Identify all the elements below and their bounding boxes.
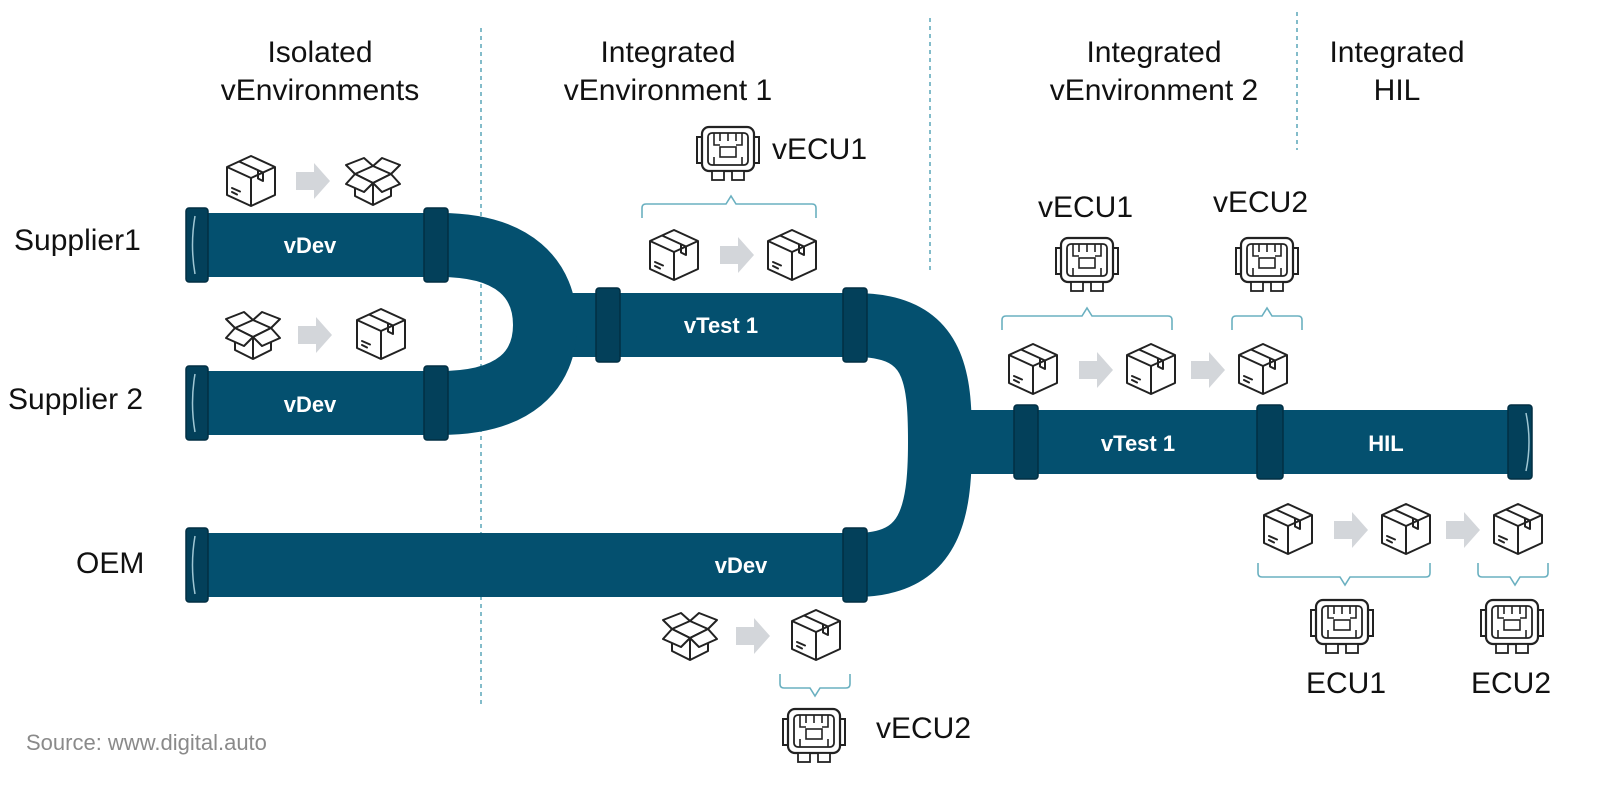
- arrow-right-icon: [1334, 512, 1368, 548]
- arrow-right-icon: [296, 163, 330, 199]
- arrow-right-icon: [1079, 352, 1113, 388]
- pipe-flange: [423, 207, 449, 283]
- pipe-flange: [1256, 404, 1284, 480]
- column-header-line: HIL: [1373, 74, 1421, 107]
- chip-icon: [1309, 598, 1375, 655]
- pipe-label-oem: vDev: [714, 553, 768, 578]
- pipe-label-supplier1: vDev: [283, 233, 337, 258]
- pipe-flange: [595, 287, 621, 363]
- bracket: [1001, 306, 1173, 330]
- pipe-supplier2-bend: [439, 323, 577, 435]
- package-closed-icon: [1126, 343, 1176, 395]
- package-closed-icon: [791, 609, 841, 661]
- pipe-label-supplier2: vDev: [283, 392, 337, 417]
- pipe-supplier1: [190, 213, 445, 277]
- pipe-vtest1-bend: [853, 293, 1030, 474]
- package-open-icon: [345, 157, 401, 206]
- pipe-flange: [842, 287, 868, 363]
- row-label-supplier2: Supplier 2: [8, 383, 144, 416]
- package-closed-icon: [226, 155, 276, 207]
- package-closed-icon: [1238, 343, 1288, 395]
- pipe-label-vtest1-right: vTest 1: [1100, 431, 1176, 456]
- chip-icon: [1054, 236, 1120, 293]
- bracket: [779, 674, 851, 698]
- arrow-right-icon: [720, 237, 754, 273]
- row-label-oem: OEM: [76, 547, 145, 580]
- pipe-flange: [1013, 404, 1039, 480]
- pipe-oem: [190, 533, 862, 597]
- pipe-flange: [842, 527, 868, 603]
- pipe-supplier1-bend: [439, 213, 600, 357]
- chip-icon: [1234, 236, 1300, 293]
- pipe-hil: [1280, 410, 1526, 474]
- pipe-flange: [1507, 404, 1533, 480]
- package-closed-icon: [767, 229, 817, 281]
- chip-icon: [1479, 598, 1545, 655]
- column-header-line: Isolated: [267, 36, 373, 69]
- chip-icon: [695, 125, 761, 182]
- package-closed-icon: [356, 308, 406, 360]
- source-credit: Source: www.digital.auto: [26, 730, 267, 755]
- column-header-line: vEnvironment 1: [563, 74, 773, 107]
- arrow-right-icon: [1191, 352, 1225, 388]
- bracket: [1231, 306, 1303, 330]
- pipe-flange: [185, 365, 209, 441]
- column-header-integrated2: Integrated vEnvironment 2: [1024, 34, 1284, 110]
- arrow-right-icon: [736, 618, 770, 654]
- ecu-label-ecu2: ECU2: [1471, 667, 1552, 700]
- ecu-label-ecu1: ECU1: [1306, 667, 1387, 700]
- row-label-supplier1: Supplier1: [14, 224, 141, 257]
- pipe-vtest1-top: [600, 293, 862, 357]
- ecu-label-mid-vecu1: vECU1: [1038, 191, 1134, 224]
- bracket: [1477, 563, 1549, 587]
- package-closed-icon: [1493, 503, 1543, 555]
- pipe-oem-bend: [853, 441, 972, 597]
- package-closed-icon: [1381, 503, 1431, 555]
- pipe-label-vtest1-top: vTest 1: [683, 313, 759, 338]
- package-closed-icon: [1008, 343, 1058, 395]
- bracket: [641, 194, 817, 218]
- column-header-line: Integrated: [1086, 36, 1222, 69]
- bracket: [1257, 563, 1431, 587]
- column-header-line: vEnvironment 2: [1049, 74, 1259, 107]
- package-closed-icon: [649, 229, 699, 281]
- arrow-right-icon: [298, 317, 332, 353]
- column-header-line: Integrated: [600, 36, 736, 69]
- ecu-label-mid-vecu2: vECU2: [1213, 186, 1309, 219]
- package-closed-icon: [1263, 503, 1313, 555]
- pipe-flange: [185, 207, 209, 283]
- pipe-flange: [185, 527, 209, 603]
- package-open-icon: [225, 311, 281, 360]
- column-header-isolated: Isolated vEnvironments: [190, 34, 450, 110]
- pipe-flange: [423, 365, 449, 441]
- column-header-line: Integrated: [1329, 36, 1465, 69]
- ecu-label-bottom-vecu2: vECU2: [876, 712, 972, 745]
- column-header-hil: Integrated HIL: [1302, 34, 1492, 110]
- chip-icon: [781, 707, 847, 764]
- ecu-label-top-vecu1: vECU1: [772, 133, 868, 166]
- pipe-supplier2: [190, 371, 445, 435]
- column-header-integrated1: Integrated vEnvironment 1: [538, 34, 798, 110]
- pipe-label-hil: HIL: [1368, 431, 1404, 456]
- pipe-network: [185, 207, 1533, 603]
- package-open-icon: [662, 612, 718, 661]
- arrow-right-icon: [1446, 512, 1480, 548]
- column-header-line: vEnvironments: [220, 74, 420, 107]
- pipe-vtest1-right: [1025, 410, 1280, 474]
